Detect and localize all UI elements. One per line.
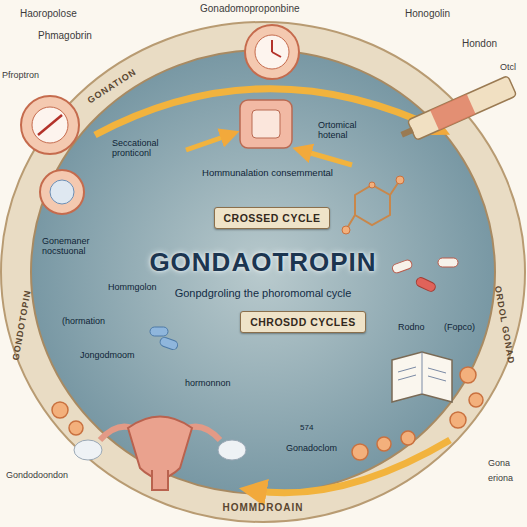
cell-circle (21, 96, 79, 154)
cycle-box: CHROSDD CYCLES (240, 311, 366, 333)
cell-circle (40, 170, 84, 214)
callout-label: 574 (300, 424, 313, 433)
pill (159, 336, 179, 351)
cervix (152, 470, 168, 490)
atom (369, 182, 375, 188)
pill (391, 259, 413, 274)
callout-label: Hondon (462, 38, 497, 49)
callout-label: eriona (488, 473, 513, 483)
hormone-molecule (346, 180, 400, 230)
clock-face (255, 35, 289, 69)
hormone-cartridge (240, 100, 292, 148)
callout-label: Honogolin (405, 8, 450, 19)
pill (150, 327, 168, 336)
cycle-box: CROSSED CYCLE (214, 207, 331, 229)
uterus-body (128, 417, 192, 479)
callout-label: (hormation (62, 316, 105, 326)
cell-core (32, 107, 68, 143)
egg (450, 412, 466, 428)
callout-label: Gona (488, 458, 510, 468)
book-pages (392, 352, 452, 402)
pill (415, 276, 437, 293)
eggs (52, 367, 483, 460)
callout-label: Seccational pronticonl (112, 138, 184, 158)
cycle-arrow (250, 440, 450, 493)
callout-label: Gondodoondon (6, 470, 68, 480)
atom (342, 226, 350, 234)
molecule-bonds (346, 180, 400, 230)
callout-label: Jongodmoom (80, 350, 135, 360)
callout-label: Hommunalation consemmental (200, 168, 335, 179)
syringe-tip (400, 127, 413, 137)
clock-hands (272, 40, 281, 57)
book-lines (398, 352, 446, 394)
callout-label: Haoropolose (20, 8, 77, 19)
outer-ring (1, 22, 525, 522)
uterus (74, 417, 246, 491)
callout-label: hormonnon (185, 378, 231, 388)
egg (460, 367, 476, 383)
cell-mark (38, 115, 62, 135)
diagram-title: GONDAOTROPIN (149, 247, 376, 278)
pill (438, 258, 458, 267)
callout-label: Ortomical hotenal (318, 120, 380, 140)
callout-label: Phmagobrin (38, 30, 92, 41)
small-arrow (186, 134, 232, 150)
box-text: CROSSED CYCLE (224, 212, 321, 224)
callout-label: Rodno (398, 322, 425, 332)
callout-label: (Fopco) (444, 322, 475, 332)
ovary (218, 440, 246, 460)
syringe-barrel (407, 76, 516, 141)
atom (396, 176, 404, 184)
egg (469, 393, 483, 407)
callout-label: Pfroptron (2, 70, 39, 80)
egg (377, 437, 391, 451)
egg (52, 402, 68, 418)
egg (352, 444, 368, 460)
small-arrow (300, 150, 352, 165)
egg (401, 431, 415, 445)
syringe-liquid (430, 94, 475, 130)
callout-label: Otcl (500, 62, 516, 72)
ovary (74, 440, 102, 460)
clock-circle (245, 25, 299, 79)
molecule-atoms (342, 176, 404, 234)
egg (69, 421, 83, 435)
box-text: CHROSDD CYCLES (250, 316, 356, 328)
callout-label: Gonemaner nocstuonal (42, 236, 122, 256)
callout-label: Gonadomoproponbine (200, 3, 300, 14)
callout-label: Gonadoclom (286, 443, 337, 453)
cell-core (50, 180, 74, 204)
callout-label: Gonpdgroling the phoromomal cycle (175, 287, 352, 299)
book (392, 352, 452, 402)
callout-label: HOMMDROAIN (222, 502, 303, 513)
callout-label: Hommgolon (108, 282, 157, 292)
cartridge-window (252, 110, 280, 138)
syringe (397, 76, 516, 145)
